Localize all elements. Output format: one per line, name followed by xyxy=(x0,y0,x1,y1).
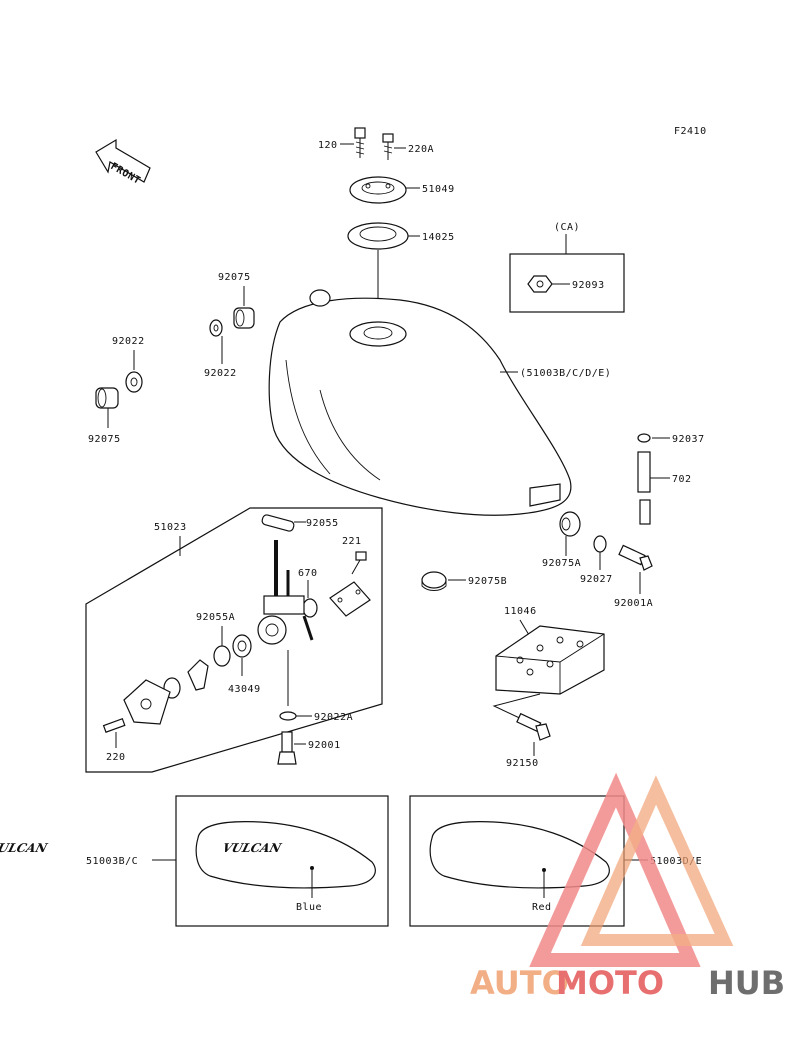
screw-220-icon xyxy=(102,717,126,733)
label-92022-left: 92022 xyxy=(112,336,145,347)
tank-decal-red-icon: VULCAN xyxy=(221,821,610,889)
rubber-92075a-icon xyxy=(559,511,581,537)
rubber-92075-left-icon xyxy=(95,387,119,409)
bolt-92150-icon xyxy=(516,712,551,741)
label-220-bottom: 220 xyxy=(106,752,126,763)
label-92027: 92027 xyxy=(580,574,613,585)
label-670: 670 xyxy=(298,568,318,579)
fuel-cap-icon xyxy=(349,176,407,204)
label-43049: 43049 xyxy=(228,684,261,695)
seal-43049-icon xyxy=(232,634,252,658)
label-92075b: 92075B xyxy=(468,576,507,587)
label-120: 120 xyxy=(318,140,338,151)
label-92055a: 92055A xyxy=(196,612,235,623)
label-220a: 220A xyxy=(408,144,434,155)
label-92022a: 92022A xyxy=(314,712,353,723)
label-92075a: 92075A xyxy=(542,558,581,569)
label-92001: 92001 xyxy=(308,740,341,751)
svg-text:VULCAN: VULCAN xyxy=(221,841,284,855)
gasket-icon xyxy=(347,222,409,250)
oring-670-icon xyxy=(302,598,318,618)
label-92055: 92055 xyxy=(306,518,339,529)
label-702: 702 xyxy=(672,474,692,485)
watermark-logo: AUTO MOTO HUB xyxy=(470,772,785,1002)
cover-plate-icon xyxy=(329,581,371,617)
clip-92037-icon xyxy=(637,433,651,443)
watermark-text-hub: HUB xyxy=(708,964,785,1002)
tank-label: (51003B/C/D/E) xyxy=(520,368,611,379)
bolt-92001a-icon xyxy=(618,544,653,571)
label-51003de: 51003D/E xyxy=(650,856,702,867)
cap-92075b-icon xyxy=(421,571,447,591)
figure-code: F2410 xyxy=(674,126,707,137)
rubber-92075-top-icon xyxy=(233,307,255,329)
washer-92022a-icon xyxy=(279,711,297,721)
fuel-tap-icon xyxy=(257,540,314,645)
label-92075-top: 92075 xyxy=(218,272,251,283)
label-51003bc: 51003B/C xyxy=(86,856,138,867)
oring-92055a-icon xyxy=(213,645,231,667)
screw-221-icon xyxy=(351,551,367,575)
bolt-92001-icon xyxy=(277,731,297,765)
fuel-tap-assembly-box xyxy=(85,507,383,773)
label-221: 221 xyxy=(342,536,362,547)
color-blue-label: Blue xyxy=(296,902,322,913)
nut-92093-icon xyxy=(527,275,553,293)
svg-text:VULCAN: VULCAN xyxy=(0,841,49,855)
label-92037: 92037 xyxy=(672,434,705,445)
lever-icon xyxy=(187,659,209,691)
hose-702-icon xyxy=(637,451,651,525)
label-11046: 11046 xyxy=(504,606,537,617)
gasket-92055-icon xyxy=(261,514,295,532)
label-92001a: 92001A xyxy=(614,598,653,609)
variant-box-blue xyxy=(175,795,389,927)
label-92093: 92093 xyxy=(572,280,605,291)
label-14025: 14025 xyxy=(422,232,455,243)
tap-cover-icon xyxy=(123,679,171,725)
fuel-tank-icon xyxy=(268,289,572,516)
tank-decal-blue-icon: VULCAN xyxy=(0,821,376,889)
label-51049: 51049 xyxy=(422,184,455,195)
front-arrow-icon: FRONT xyxy=(95,138,151,187)
color-red-label: Red xyxy=(532,902,552,913)
label-92022-mid: 92022 xyxy=(204,368,237,379)
screw-120-icon xyxy=(354,127,366,158)
label-51023: 51023 xyxy=(154,522,187,533)
label-92075-left: 92075 xyxy=(88,434,121,445)
ca-box xyxy=(509,253,625,313)
bracket-11046-icon xyxy=(495,625,605,695)
screw-220a-icon xyxy=(382,133,394,160)
watermark-text-moto: MOTO xyxy=(556,964,664,1002)
watermark-text-auto: AUTO xyxy=(470,964,569,1002)
washer-92027-icon xyxy=(593,535,607,553)
label-92150: 92150 xyxy=(506,758,539,769)
washer-92022-mid-icon xyxy=(209,319,223,337)
washer-92022-left-icon xyxy=(125,371,143,393)
ca-label: (CA) xyxy=(554,222,580,233)
